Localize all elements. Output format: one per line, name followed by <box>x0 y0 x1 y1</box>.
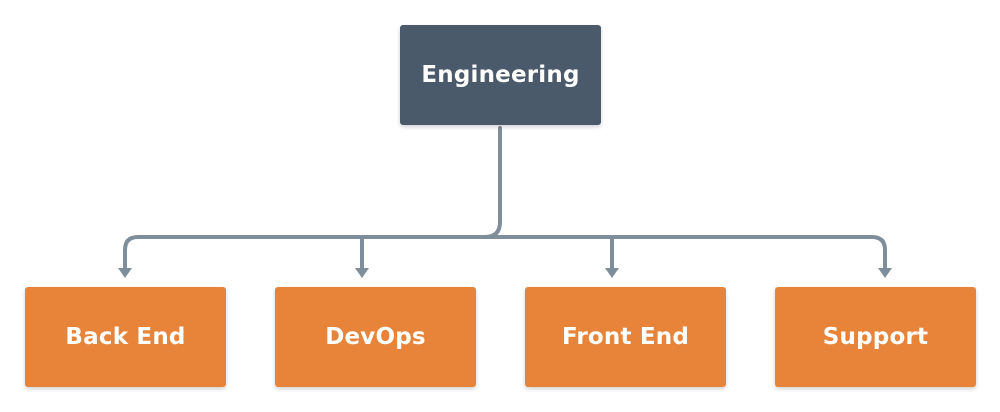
arrowhead-devops <box>355 268 369 278</box>
node-front-end: Front End <box>525 287 726 387</box>
arrowhead-front-end <box>605 268 619 278</box>
node-back-end-label: Back End <box>65 324 186 350</box>
node-front-end-label: Front End <box>561 324 690 350</box>
trunk-connector <box>123 126 502 270</box>
node-devops: DevOps <box>275 287 476 387</box>
node-devops-label: DevOps <box>325 324 426 350</box>
node-back-end: Back End <box>25 287 226 387</box>
node-engineering-label: Engineering <box>421 62 580 88</box>
node-support: Support <box>775 287 976 387</box>
connector-to-support <box>483 235 887 270</box>
node-support-label: Support <box>822 324 929 350</box>
node-engineering: Engineering <box>400 25 601 125</box>
arrowhead-support <box>878 268 892 278</box>
arrowhead-back-end <box>118 268 132 278</box>
